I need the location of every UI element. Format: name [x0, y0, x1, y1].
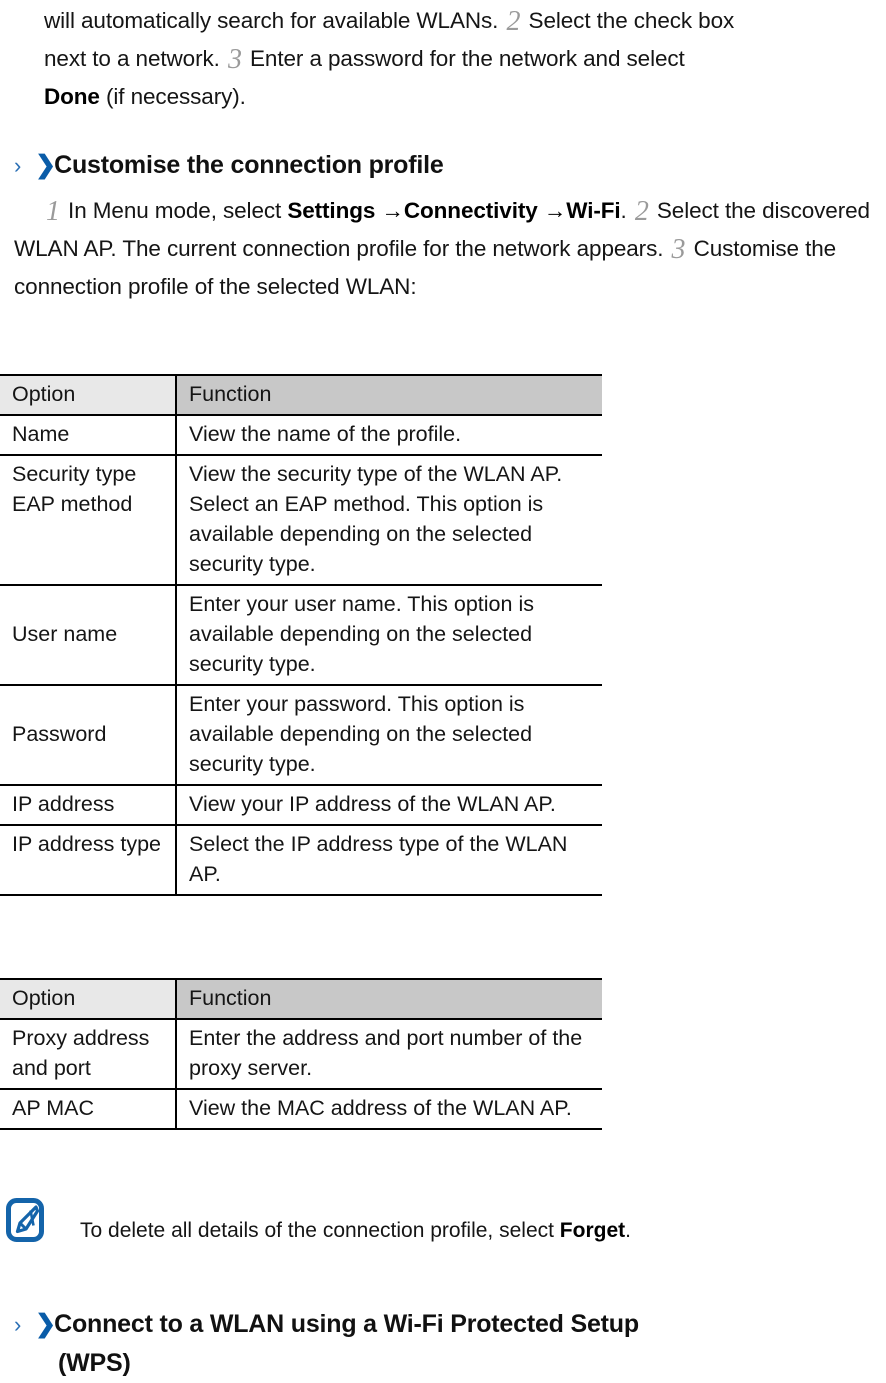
para-customise-seg1: In Menu mode, select — [61, 198, 288, 223]
table-row: IP address View your IP address of the W… — [0, 785, 602, 826]
heading-customise-label: Customise the connection profile — [54, 151, 444, 179]
menu-settings-bold: Settings — [287, 198, 376, 223]
option-cell: Security type EAP method — [0, 455, 176, 586]
heading-wps-label-line2: (WPS) — [58, 1349, 131, 1377]
option-cell: AP MAC — [0, 1089, 176, 1130]
option-cell: Proxy address and port — [0, 1019, 176, 1090]
step-number-2: 2 — [506, 6, 521, 37]
top-paragraph-done-bold: Done — [44, 84, 100, 109]
function-cell: Select the IP address type of the WLAN A… — [175, 825, 602, 896]
table-row: Name View the name of the profile. — [0, 415, 602, 456]
table-row: AP MAC View the MAC address of the WLAN … — [0, 1089, 602, 1130]
para-customise-seg3: Select the discovered WLAN AP. The curre… — [14, 198, 870, 261]
table-connection-profile-options-2: Option Function Proxy address and port E… — [0, 978, 602, 1130]
option-cell: IP address — [0, 785, 176, 826]
top-paragraph-line1-pre: will automatically search for available … — [44, 8, 505, 33]
function-cell: Enter the address and port number of the… — [175, 1019, 602, 1090]
step-number-3b: 3 — [671, 234, 686, 265]
step-number-3: 3 — [227, 44, 242, 75]
chevron-right-thin-icon: › — [14, 153, 22, 178]
top-paragraph-line3-post: (if necessary). — [99, 84, 246, 109]
function-cell: Enter your password. This option is avai… — [175, 685, 602, 786]
heading-customise-connection-profile: › ❯Customise the connection profile — [14, 146, 444, 185]
arrow-1-icon: → — [375, 198, 404, 223]
chevron-right-bold-icon: ❯ — [35, 1310, 56, 1338]
step-number-2b: 2 — [634, 196, 649, 227]
option-cell: User name — [0, 585, 176, 686]
table-row: Security type EAP method View the securi… — [0, 455, 602, 586]
para-customise-seg2: . — [620, 198, 633, 223]
table-row: Proxy address and port Enter the address… — [0, 1019, 602, 1090]
top-paragraph-line2-post: Enter a password for the network and sel… — [243, 46, 685, 71]
step-number-1: 1 — [46, 196, 60, 227]
table-header-row: Option Function — [0, 978, 602, 1020]
option-cell: Password — [0, 685, 176, 786]
table-header-row: Option Function — [0, 374, 602, 416]
note-text: To delete all details of the connection … — [80, 1216, 631, 1246]
menu-wifi-bold: Wi-Fi — [566, 198, 621, 223]
menu-connectivity-bold: Connectivity — [403, 198, 538, 223]
chevron-right-thin-icon: › — [14, 1312, 22, 1337]
note-text-pre: To delete all details of the connection … — [80, 1219, 560, 1242]
heading-wps-label-line1: Connect to a WLAN using a Wi-Fi Protecte… — [54, 1310, 639, 1338]
table-connection-profile-options-1: Option Function Name View the name of th… — [0, 374, 602, 896]
top-paragraph-line2-pre: next to a network. — [44, 46, 226, 71]
note-text-post: . — [625, 1219, 631, 1242]
chevron-right-bold-icon: ❯ — [35, 151, 56, 179]
function-cell: View the name of the profile. — [175, 415, 602, 456]
note-pen-icon — [6, 1198, 44, 1242]
option-cell: Name — [0, 415, 176, 456]
column-header-function: Function — [175, 374, 602, 416]
function-cell: View the MAC address of the WLAN AP. — [175, 1089, 602, 1130]
para-customise-seg4: Customise the connection profile of the … — [14, 236, 837, 299]
paragraph-customise-steps: 1 In Menu mode, select Settings →Connect… — [14, 192, 874, 306]
heading-connect-wlan-wps: › ❯Connect to a WLAN using a Wi-Fi Protec… — [14, 1305, 884, 1382]
function-cell: View the security type of the WLAN AP. S… — [175, 455, 602, 586]
table-row: Password Enter your password. This optio… — [0, 685, 602, 786]
column-header-option: Option — [0, 978, 176, 1020]
note-forget-bold: Forget — [559, 1219, 626, 1242]
table-row: User name Enter your user name. This opt… — [0, 585, 602, 686]
top-paragraph-line1-post: Select the check box — [522, 8, 735, 33]
top-paragraph: will automatically search for available … — [44, 2, 886, 116]
table-row: IP address type Select the IP address ty… — [0, 825, 602, 896]
column-header-function: Function — [175, 978, 602, 1020]
option-cell: IP address type — [0, 825, 176, 896]
function-cell: Enter your user name. This option is ava… — [175, 585, 602, 686]
function-cell: View your IP address of the WLAN AP. — [175, 785, 602, 826]
arrow-2-icon: → — [537, 198, 567, 223]
note-callout: To delete all details of the connection … — [6, 1194, 866, 1246]
column-header-option: Option — [0, 374, 176, 416]
